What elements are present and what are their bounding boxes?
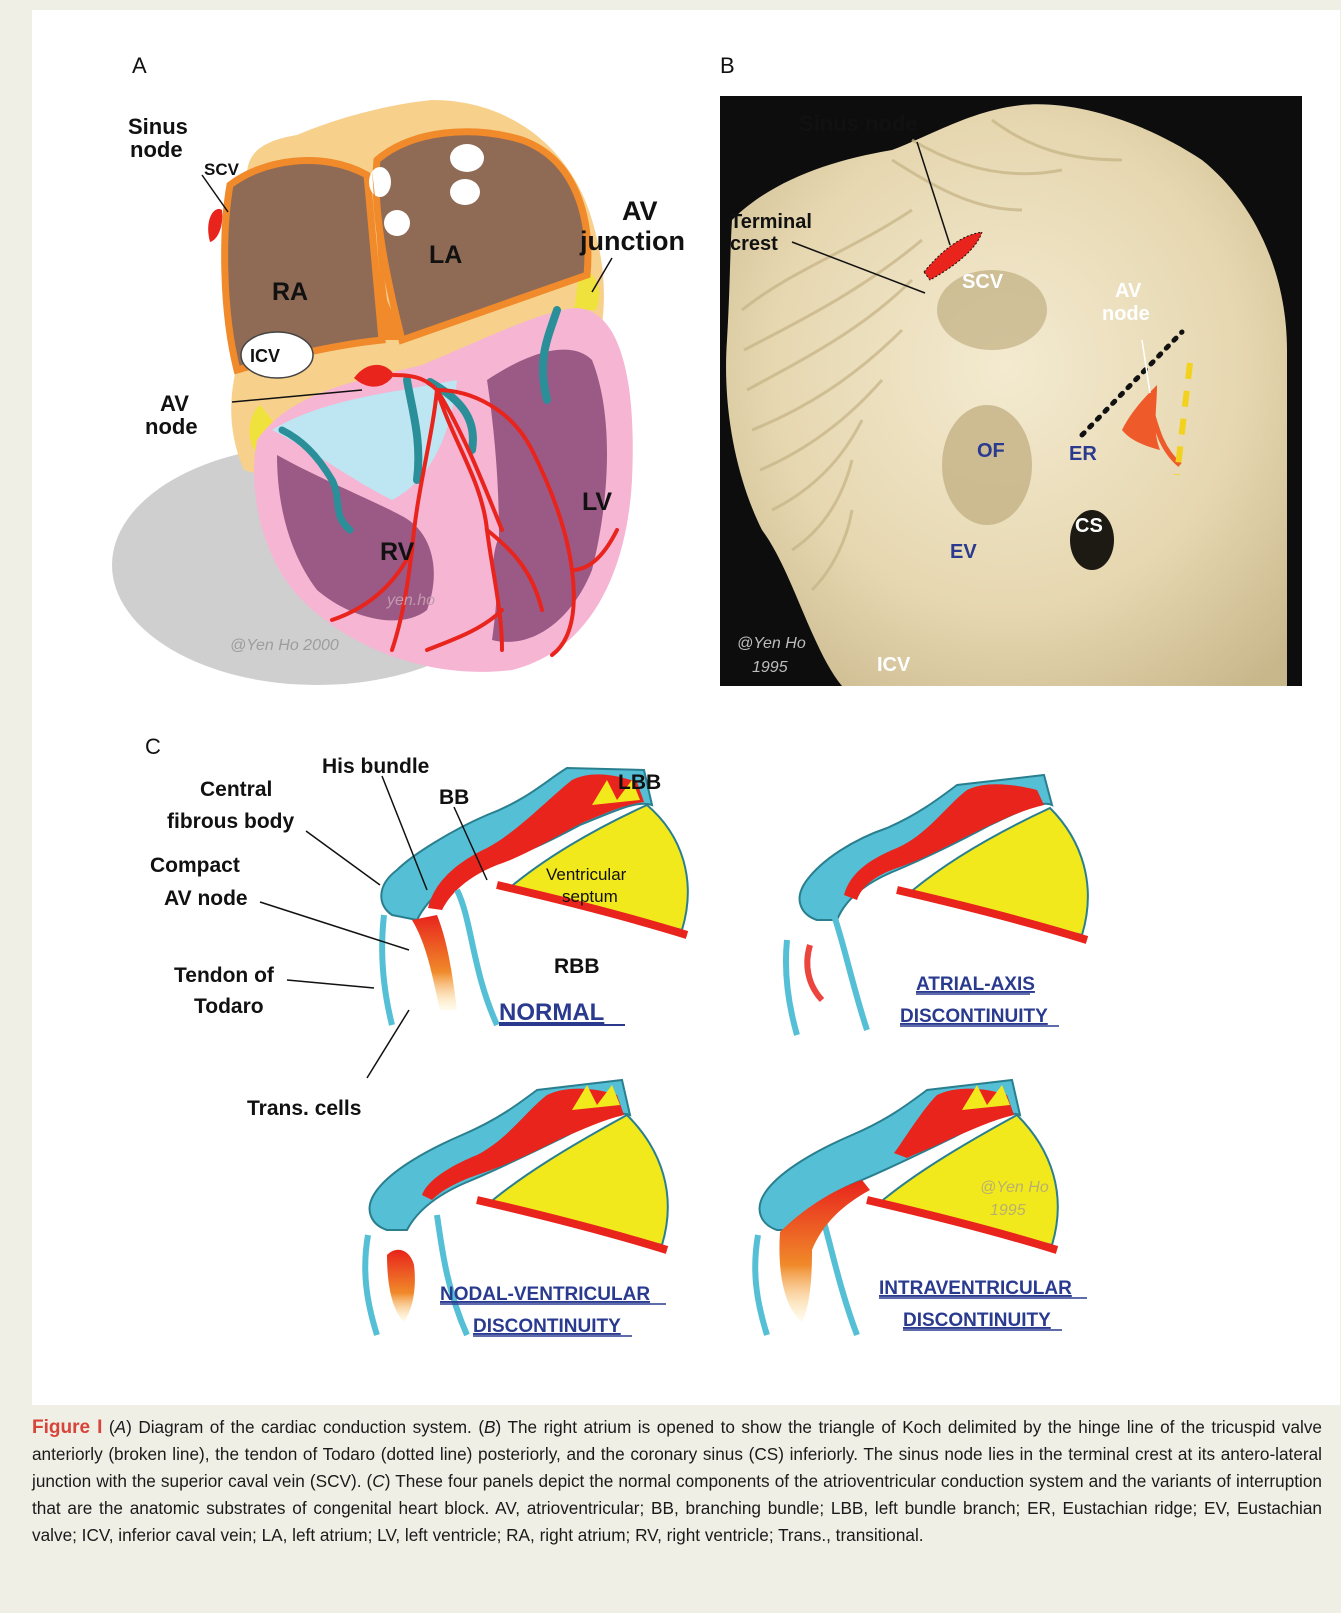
pv-opening [384, 210, 410, 236]
panel-c-letter: C [145, 734, 161, 759]
label-icv-a: ICV [250, 346, 280, 366]
compact-av-node-normal [412, 915, 457, 1010]
copyright-b-1: @Yen Ho [737, 635, 806, 652]
label-tendon-todaro-2: Todaro [194, 995, 264, 1018]
watermark-a: yen.ho [386, 592, 435, 609]
label-his-bundle: His bundle [322, 755, 429, 778]
variant-atrial-axis-1: ATRIAL-AXIS [916, 974, 1035, 995]
variant-atrial-axis-2: DISCONTINUITY [900, 1006, 1048, 1027]
label-cfb-1: Central [200, 778, 272, 801]
label-av-node-b-1: AV [1115, 280, 1142, 302]
variant-nodal-ventricular-1: NODAL-VENTRICULAR [440, 1284, 650, 1305]
oval-fossa [942, 405, 1032, 525]
variant-normal: NORMAL [499, 999, 604, 1026]
label-av-node-b-2: node [1102, 303, 1150, 325]
panel-a: A [112, 53, 685, 685]
sinus-node-arrow [202, 175, 228, 212]
panel-a-letter: A [132, 53, 147, 78]
label-av-node-1: AV [160, 391, 189, 416]
variant-intraventricular-1: INTRAVENTRICULAR [879, 1278, 1072, 1299]
label-rv: RV [380, 538, 415, 566]
label-sinus-node-b: Sinus node [799, 111, 918, 136]
copyright-c-2: 1995 [990, 1202, 1026, 1219]
caption-text: ( [102, 1417, 114, 1437]
tricuspid-normal [457, 890, 497, 1025]
tendon-todaro-normal [382, 915, 392, 1025]
label-er: ER [1069, 443, 1097, 465]
figure-area: A [32, 10, 1340, 1405]
label-icv-b: ICV [877, 654, 911, 676]
tricuspid-nodal-ventricular [437, 1215, 467, 1335]
panel-c: C [145, 734, 1088, 1337]
caption-panel-ref: A [115, 1417, 126, 1437]
diagram-atrial-axis [786, 775, 1088, 1035]
pv-opening [450, 144, 484, 172]
label-sinus-node-2: node [130, 137, 183, 162]
tricuspid-intraventricular [822, 1215, 857, 1335]
label-sinus-node-1: Sinus [128, 114, 188, 139]
panel-b-letter: B [720, 53, 735, 78]
label-ventricular-septum-1: Ventricular [546, 865, 627, 884]
tendon-todaro-nodal-ventricular [365, 1235, 377, 1335]
label-ev: EV [950, 541, 977, 563]
label-tendon-todaro-1: Tendon of [174, 964, 275, 987]
label-scv-b: SCV [962, 271, 1004, 293]
tendon-todaro-atrial-axis [786, 940, 797, 1035]
copyright-a: @Yen Ho 2000 [230, 637, 339, 654]
label-av-junction-2: junction [579, 226, 685, 256]
label-trans-cells: Trans. cells [247, 1097, 361, 1120]
label-ra: RA [272, 278, 308, 306]
label-lbb: LBB [618, 771, 661, 794]
copyright-c-1: @Yen Ho [980, 1179, 1049, 1196]
label-terminal-crest-2: crest [730, 233, 778, 255]
label-av-node-2: node [145, 414, 198, 439]
label-compact-av-node-2: AV node [164, 887, 248, 910]
caption-text: ) Diagram of the cardiac conduction syst… [126, 1417, 484, 1437]
sinus-node-a [208, 209, 222, 242]
tendon-todaro-arrow [287, 980, 374, 988]
tricuspid-atrial-axis [832, 910, 867, 1030]
compact-av-node-nodal-ventricular [387, 1250, 415, 1322]
diagram-normal [381, 768, 687, 1025]
panel-b: B [720, 53, 1302, 686]
caption-panel-ref: C [372, 1471, 384, 1491]
label-scv-a: SCV [204, 160, 240, 179]
figure-caption: Figure I (A) Diagram of the cardiac cond… [32, 1414, 1322, 1549]
label-ventricular-septum-2: septum [562, 887, 618, 906]
atrial-tissue [726, 104, 1287, 686]
label-cfb-2: fibrous body [167, 810, 294, 833]
label-of: OF [977, 440, 1005, 462]
variant-nodal-ventricular-2: DISCONTINUITY [473, 1316, 621, 1337]
label-la: LA [429, 241, 462, 269]
caption-body: (A) Diagram of the cardiac conduction sy… [32, 1417, 1322, 1545]
variant-intraventricular-2: DISCONTINUITY [903, 1310, 1051, 1331]
pv-opening [369, 167, 391, 197]
tendon-todaro-intraventricular [755, 1235, 767, 1335]
label-av-junction-1: AV [622, 196, 658, 226]
label-lv: LV [582, 488, 612, 516]
av-node-atrial-axis [807, 945, 822, 1000]
label-bb: BB [439, 786, 469, 809]
figure-label: Figure I [32, 1417, 102, 1438]
label-rbb: RBB [554, 955, 600, 978]
label-compact-av-node-1: Compact [150, 854, 240, 877]
cfb-arrow [306, 831, 380, 885]
copyright-b-2: 1995 [752, 659, 788, 676]
figure-svg: A [32, 10, 1340, 1405]
label-cs: CS [1075, 515, 1103, 537]
pv-opening [450, 179, 480, 205]
label-terminal-crest-1: Terminal [730, 211, 812, 233]
caption-panel-ref: B [484, 1417, 495, 1437]
